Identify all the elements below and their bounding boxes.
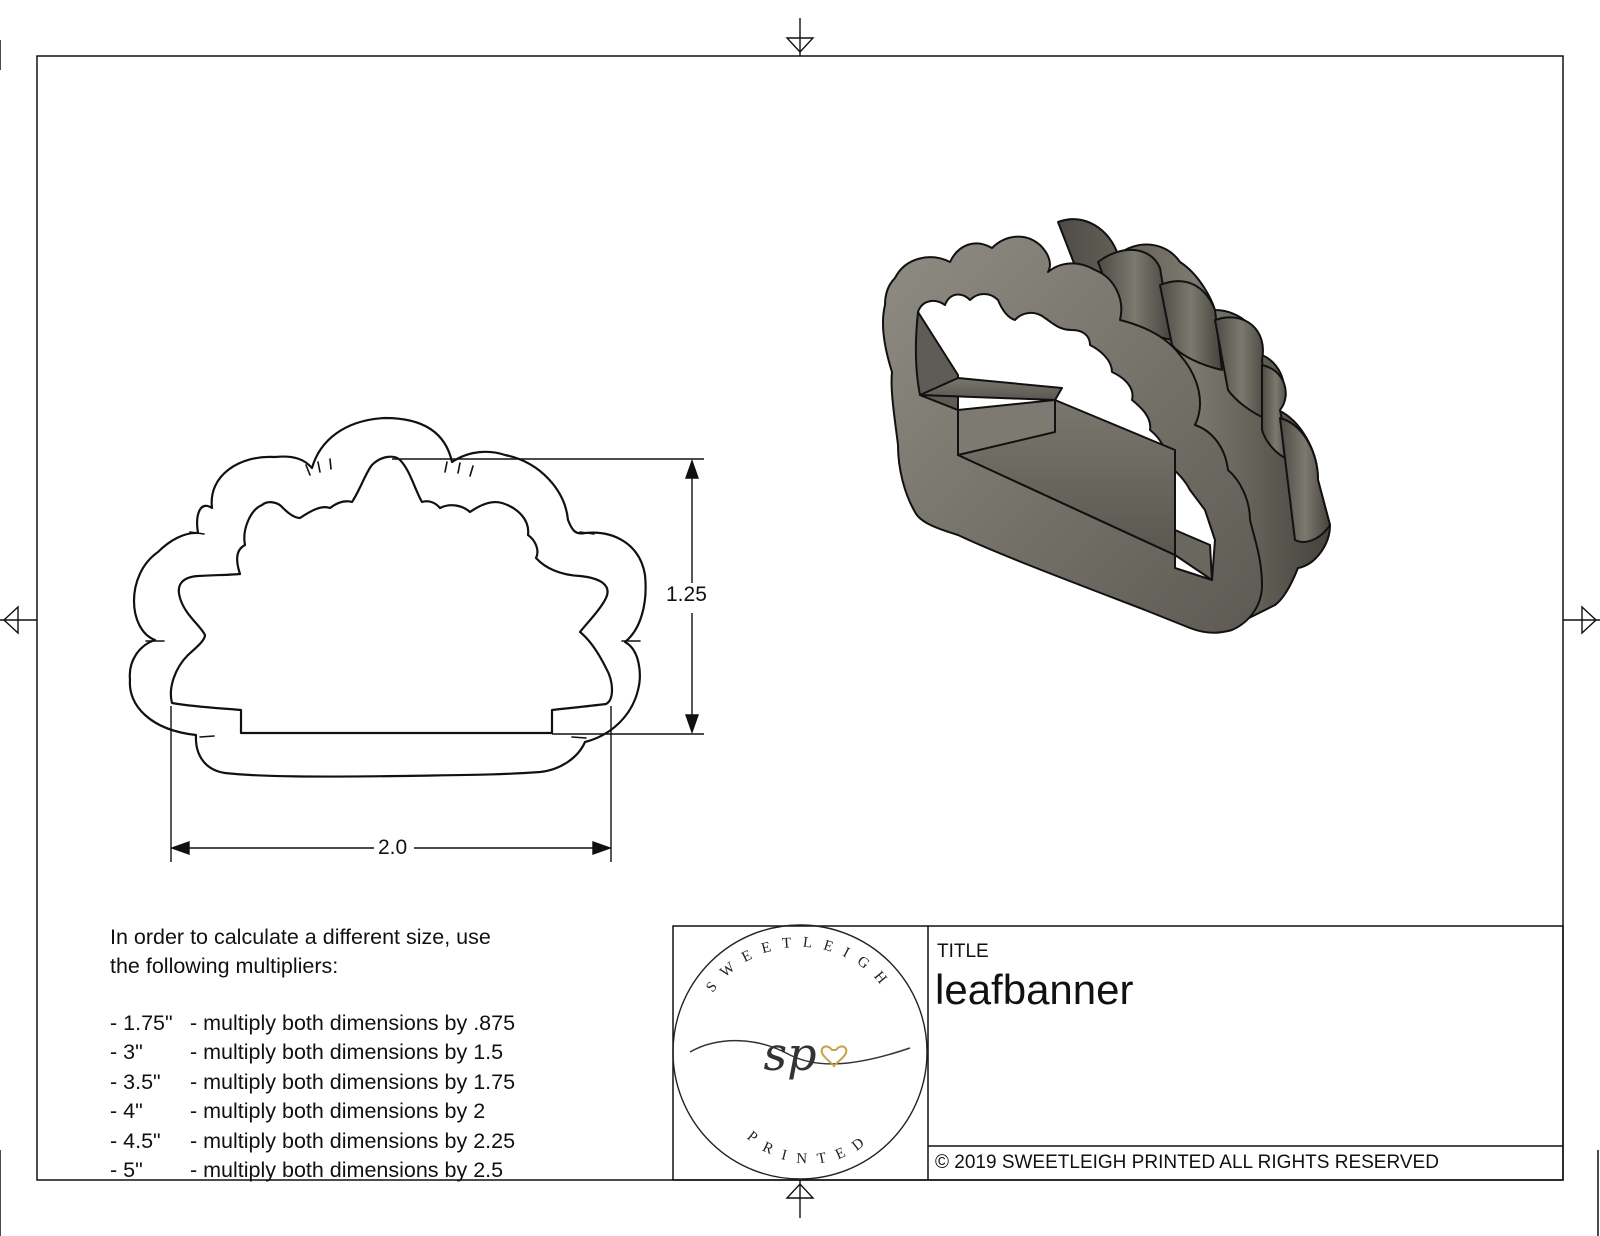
center-marks bbox=[0, 18, 1600, 1218]
heart-icon bbox=[820, 1045, 848, 1068]
multiplier-row: - 3.5"- multiply both dimensions by 1.75 bbox=[110, 1069, 516, 1094]
height-dimension-label: 1.25 bbox=[666, 583, 707, 606]
width-dimension-label: 2.0 bbox=[374, 836, 412, 860]
outer-contour bbox=[128, 416, 647, 778]
logo-bottom-text: PRINTED bbox=[744, 1128, 876, 1167]
cutter-floor-step bbox=[1174, 529, 1213, 581]
cutter-outline-2d bbox=[128, 416, 647, 778]
part-name: leafbanner bbox=[935, 966, 1134, 1013]
multiplier-row: - 1.75"- multiply both dimensions by .87… bbox=[110, 1011, 516, 1035]
multiplier-row: - 4.5"- multiply both dimensions by 2.25 bbox=[110, 1128, 516, 1153]
dimension-lines bbox=[169, 458, 704, 862]
cutter-inner-ledge bbox=[919, 377, 1063, 401]
size-instructions: In order to calculate a different size, … bbox=[110, 923, 491, 981]
cutter-3d-render bbox=[882, 218, 1331, 634]
lobe-ticks bbox=[145, 458, 641, 739]
instructions-line-1: In order to calculate a different size, … bbox=[110, 925, 491, 949]
multiplier-row: - 5"- multiply both dimensions by 2.5 bbox=[110, 1158, 504, 1183]
cutter-floor-front bbox=[957, 399, 1056, 456]
inner-contour bbox=[169, 455, 614, 735]
multiplier-row: - 3"- multiply both dimensions by 1.5 bbox=[110, 1040, 504, 1065]
title-label: TITLE bbox=[937, 941, 989, 962]
logo-monogram: sp bbox=[763, 1027, 816, 1081]
copyright-notice: © 2019 SWEETLEIGH PRINTED ALL RIGHTS RES… bbox=[935, 1152, 1439, 1173]
logo-swash bbox=[689, 1039, 911, 1065]
multiplier-row: - 4"- multiply both dimensions by 2 bbox=[110, 1099, 486, 1124]
instructions-line-2: the following multipliers: bbox=[110, 954, 339, 978]
sweetleigh-logo: SWEETLEIGH PRINTED sp bbox=[672, 924, 928, 1180]
multiplier-list: - 1.75"- multiply both dimensions by .87… bbox=[110, 1009, 515, 1185]
cutter-scallops bbox=[1097, 249, 1331, 543]
